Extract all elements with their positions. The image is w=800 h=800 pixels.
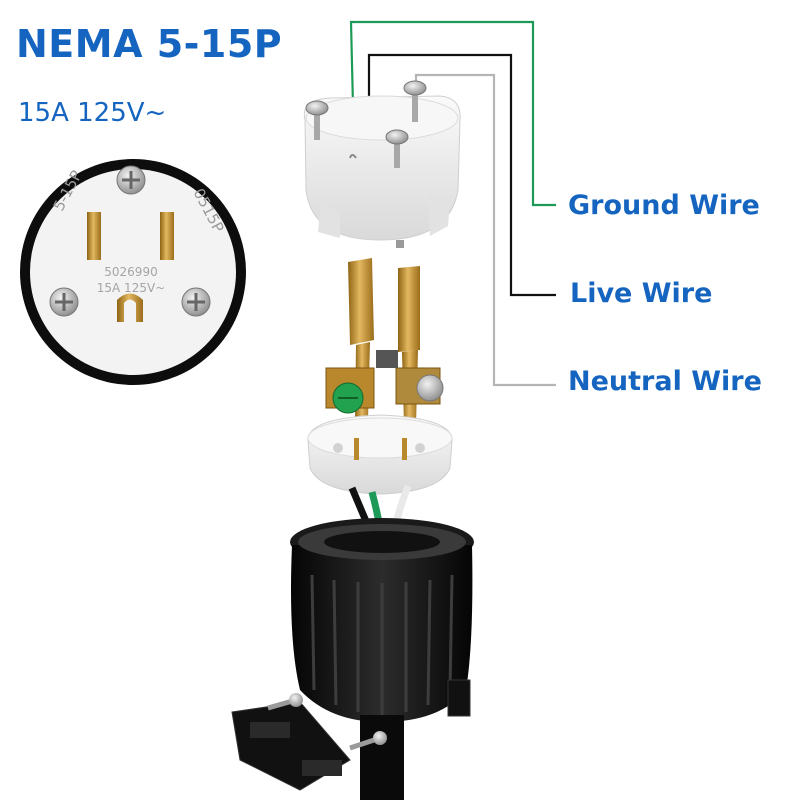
face-rating: 15A 125V~	[97, 281, 165, 295]
blade-neutral	[398, 266, 420, 352]
face-screw-left	[49, 287, 79, 317]
plug-face-surface	[30, 169, 236, 375]
cable-clamp	[231, 693, 387, 791]
live-wire-line	[367, 53, 556, 297]
clamp-screw-right	[349, 731, 387, 751]
plug-housing	[290, 518, 474, 800]
face-model: 5026990	[104, 265, 157, 279]
blade-live	[348, 258, 374, 345]
rating-text: 15A 125V~	[18, 98, 167, 128]
page-title: NEMA 5-15P	[16, 22, 283, 66]
face-screw-top	[116, 165, 146, 195]
face-blade-right	[160, 212, 174, 260]
face-blade-left	[87, 212, 101, 260]
ground-wire-line	[349, 20, 556, 207]
face-screw-right	[181, 287, 211, 317]
ground-wire-label: Ground Wire	[568, 190, 760, 221]
live-wire-label: Live Wire	[570, 278, 713, 309]
neutral-screw	[416, 374, 444, 402]
clamp-screw-left	[267, 693, 303, 711]
neutral-wire-label: Neutral Wire	[568, 366, 762, 397]
cap-screw-left	[305, 100, 329, 140]
terminal-cap	[303, 80, 461, 248]
face-ground-pin	[117, 293, 143, 322]
cap-screw-top	[403, 80, 427, 122]
plug-face: 5-15P 0515P 5026990 15A 125V~	[20, 159, 246, 385]
cap-screw-center	[385, 129, 409, 168]
insulator-disk	[307, 414, 453, 495]
blade-assembly	[325, 258, 444, 440]
